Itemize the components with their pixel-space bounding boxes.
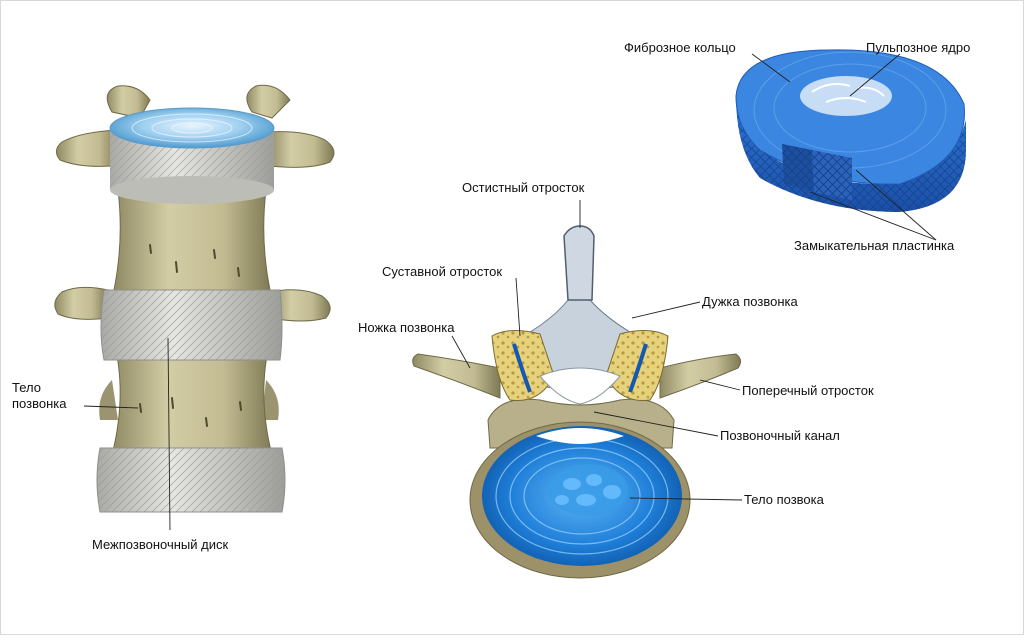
label-spinal-canal: Позвоночный канал	[720, 428, 840, 443]
vertebral-column-illustration	[54, 84, 335, 513]
label-endplate: Замыкательная пластинка	[794, 238, 955, 253]
intervertebral-disc-3d-illustration	[735, 49, 966, 212]
label-vertebral-arch: Дужка позвонка	[702, 294, 798, 309]
label-nucleus-pulposus: Пульпозное ядро	[866, 40, 971, 55]
label-vertebral-body-left: Тело позвонка	[12, 380, 67, 411]
left-leader-lines	[83, 337, 171, 531]
label-intervertebral-disc: Межпозвоночный диск	[92, 537, 229, 552]
label-annulus-fibrosus: Фиброзное кольцо	[624, 40, 736, 55]
label-spinous-process: Остистный отросток	[462, 180, 585, 195]
right-leader-lines	[751, 53, 937, 241]
label-articular-process: Суставной отросток	[382, 264, 503, 279]
label-vertebral-body-center: Тело позвока	[744, 492, 824, 507]
center-leader-lines	[451, 200, 743, 501]
label-transverse-process: Поперечный отросток	[742, 383, 874, 398]
vertebra-top-view-illustration	[412, 225, 742, 579]
label-pedicle: Ножка позвонка	[358, 320, 455, 335]
